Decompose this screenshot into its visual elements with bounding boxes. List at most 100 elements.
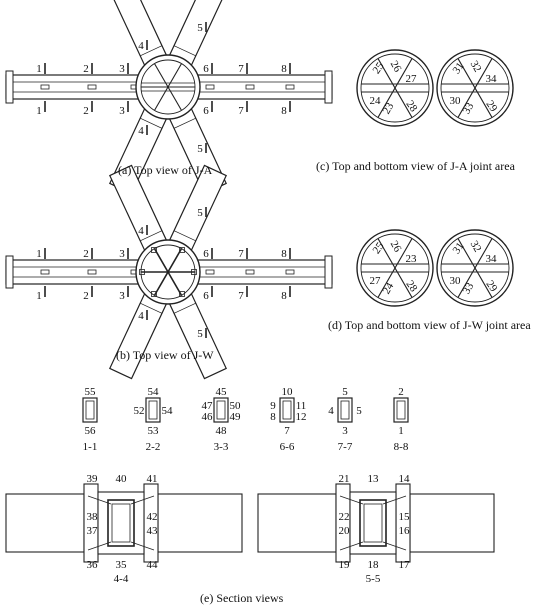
detail-label: 36 <box>87 559 99 571</box>
weld-gauge <box>151 291 157 297</box>
section-mark-label: 6 <box>203 105 209 117</box>
branch-stiffener <box>173 230 196 242</box>
section-bottom-label: 3 <box>342 425 348 437</box>
detail-side-beam <box>5 493 85 553</box>
section-right-label: 54 <box>162 405 174 417</box>
section-left-label: 46 <box>202 411 214 423</box>
strain-gauge <box>205 269 215 275</box>
section-mark-label: 3 <box>119 105 125 117</box>
section-mark-label: 7 <box>238 63 244 75</box>
section-mark-label: 6 <box>203 290 209 302</box>
beam-end-plate <box>324 255 333 289</box>
section-outline <box>213 397 229 423</box>
beam-end-plate <box>324 70 333 104</box>
section-right-label: 50 <box>230 400 242 412</box>
section-inner <box>396 400 406 420</box>
section-mark-label: 1 <box>36 290 42 302</box>
section-mark-label: 2 <box>83 105 89 117</box>
branch-stiffener <box>173 117 196 129</box>
section-right-label: 12 <box>296 411 307 423</box>
section-left-label: 52 <box>134 405 145 417</box>
joint-area-diaphragm <box>457 58 493 118</box>
section-mark-label: 3 <box>119 290 125 302</box>
section-top-label: 10 <box>282 386 294 398</box>
section-name-label: 3-3 <box>214 441 229 453</box>
detail-label: 19 <box>339 559 351 571</box>
section-mark-label: 1 <box>36 248 42 260</box>
joint-area-label: 30 <box>450 275 462 287</box>
section-left-label: 8 <box>270 411 276 423</box>
section-right-label: 5 <box>356 405 362 417</box>
section-name-label: 8-8 <box>394 441 409 453</box>
joint-area-label: 32 <box>468 59 484 75</box>
section-mark-label: 7 <box>238 290 244 302</box>
beam-end-plate <box>5 70 14 104</box>
detail-leader <box>130 495 155 505</box>
strain-gauge <box>87 269 97 275</box>
branch-mark-label: 4 <box>138 310 144 322</box>
joint-area-label: 27 <box>406 73 418 85</box>
section-mark-label: 2 <box>83 248 89 260</box>
detail-label: 17 <box>399 559 411 571</box>
detail-label: 16 <box>399 525 411 537</box>
detail-label: 18 <box>368 559 380 571</box>
section-mark-label: 7 <box>238 105 244 117</box>
branch-stiffener <box>140 302 163 314</box>
joint-area-inner <box>440 233 510 303</box>
branch-stiffener <box>140 230 163 242</box>
weld-gauge <box>139 269 145 275</box>
detail-leader <box>339 541 364 551</box>
section-inner <box>216 400 226 420</box>
section-top-label: 5 <box>342 386 348 398</box>
section-mark-label: 8 <box>281 290 287 302</box>
caption-c: (c) Top and bottom view of J-A joint are… <box>316 159 515 173</box>
joint-area-diaphragm <box>457 238 493 298</box>
detail-leader <box>87 495 112 505</box>
caption-d: (d) Top and bottom view of J-W joint are… <box>328 318 531 332</box>
branch-mark-label: 4 <box>138 40 144 52</box>
section-inner <box>282 400 292 420</box>
section-inner <box>340 400 350 420</box>
branch-mark-label: 5 <box>197 207 203 219</box>
joint-area-label: 34 <box>486 253 498 265</box>
joint-diaphragm <box>154 63 182 111</box>
caption-e: (e) Section views <box>200 591 284 605</box>
strain-gauge <box>245 84 255 90</box>
detail-label: 41 <box>147 473 158 485</box>
section-outline <box>337 397 353 423</box>
section-mark-label: 8 <box>281 105 287 117</box>
section-name-label: 6-6 <box>280 441 295 453</box>
detail-leader <box>87 541 112 551</box>
section-bottom-label: 1 <box>398 425 404 437</box>
detail-label: 20 <box>339 525 351 537</box>
branch-mark-label: 5 <box>197 328 203 340</box>
caption-a: (a) Top view of J-A <box>118 163 213 177</box>
section-outline <box>145 397 161 423</box>
detail-core-inner <box>111 503 131 543</box>
section-bottom-label: 53 <box>148 425 160 437</box>
section-bottom-label: 56 <box>85 425 97 437</box>
section-outline <box>82 397 98 423</box>
joint-area-label: 32 <box>468 239 484 255</box>
branch-stiffener <box>140 45 163 57</box>
detail-label: 44 <box>147 559 159 571</box>
detail-side-beam <box>157 493 243 553</box>
detail-side-beam <box>409 493 495 553</box>
joint-area-label: 24 <box>370 95 382 107</box>
joint-area-inner <box>440 53 510 123</box>
strain-gauge <box>285 84 295 90</box>
branch-stiffener <box>173 302 196 314</box>
detail-label: 15 <box>399 511 411 523</box>
strain-gauge <box>87 84 97 90</box>
branch-mark-label: 5 <box>197 143 203 155</box>
beam-end-plate <box>5 255 14 289</box>
detail-plate <box>83 483 99 563</box>
